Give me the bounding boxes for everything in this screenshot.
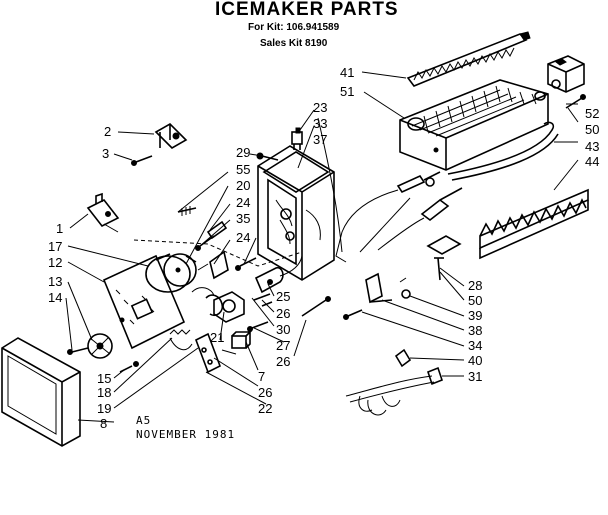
page-title: ICEMAKER PARTS	[215, 0, 399, 20]
part-shaft-30	[253, 293, 273, 307]
callout-26a: 26	[276, 306, 290, 321]
part-bracket-38	[365, 272, 393, 304]
callout-50a: 50	[585, 122, 599, 137]
callout-44: 44	[585, 154, 599, 169]
part-screw-34	[343, 309, 363, 320]
callout-38: 38	[468, 323, 482, 338]
callout-30: 30	[276, 322, 290, 337]
callout-33: 33	[313, 116, 327, 131]
part-front-cover	[1, 337, 81, 447]
part-lever-35	[197, 250, 229, 280]
callout-34: 34	[468, 338, 482, 353]
callout-1: 1	[56, 221, 63, 236]
part-screw-14	[67, 347, 89, 355]
part-screw-27	[247, 321, 269, 332]
callout-7: 7	[258, 369, 265, 384]
callout-50b: 50	[468, 293, 482, 308]
callout-55: 55	[236, 162, 250, 177]
callout-40: 40	[468, 353, 482, 368]
callout-52: 52	[585, 106, 599, 121]
callout-labels: 2 3 1 17 12 13 14 15 18 19 8 29 55 20 24…	[48, 65, 599, 431]
callout-51: 51	[340, 84, 354, 99]
part-switch-clip	[154, 123, 188, 149]
callout-18: 18	[97, 385, 111, 400]
callout-27: 27	[276, 338, 290, 353]
part-cam-gear	[87, 333, 113, 359]
part-wiring-harness	[345, 366, 443, 416]
callout-39: 39	[468, 308, 482, 323]
part-wire-nut-40	[394, 348, 412, 368]
diagram-date: NOVEMBER 1981	[136, 428, 235, 441]
part-mold-heater	[447, 121, 559, 181]
callout-35: 35	[236, 211, 250, 226]
diagram-code: A5	[136, 414, 151, 427]
callout-17: 17	[48, 239, 62, 254]
callout-43: 43	[585, 139, 599, 154]
callout-23: 23	[313, 100, 327, 115]
callout-14: 14	[48, 290, 62, 305]
callout-20: 20	[236, 178, 250, 193]
part-screw-50-top	[565, 94, 586, 109]
callout-24a: 24	[236, 195, 250, 210]
callout-24b: 24	[236, 230, 250, 245]
callout-29: 29	[236, 145, 250, 160]
part-icemaker-mold	[399, 79, 549, 171]
part-bracket-22	[194, 332, 237, 374]
callout-25: 25	[276, 289, 290, 304]
callout-28: 28	[468, 278, 482, 293]
part-rake-drive-block	[547, 55, 585, 93]
part-timing-motor	[145, 253, 197, 293]
part-screw-26	[301, 296, 331, 317]
part-mounting-plate	[102, 254, 186, 350]
part-thermostat	[377, 187, 463, 251]
part-switch-23	[291, 127, 303, 150]
part-switch-21	[191, 287, 224, 317]
part-bracket-28	[426, 235, 462, 281]
callout-21: 21	[210, 330, 224, 345]
callout-31: 31	[468, 369, 482, 384]
part-screw-55	[177, 206, 197, 216]
callout-41: 41	[340, 65, 354, 80]
part-spring-18	[169, 329, 193, 351]
callout-26c: 26	[258, 385, 272, 400]
callout-12: 12	[48, 255, 62, 270]
part-fill-cup-probe	[335, 171, 441, 263]
leader-lines	[65, 71, 579, 423]
callout-3: 3	[102, 146, 109, 161]
part-nut-39	[399, 277, 411, 299]
part-screw-24b	[235, 257, 257, 271]
part-screw-3	[131, 155, 153, 166]
sales-kit-number: Sales Kit 8190	[260, 38, 328, 49]
callout-8: 8	[100, 416, 107, 431]
part-cam-25	[254, 255, 303, 294]
part-screw-29	[256, 152, 279, 161]
callout-2: 2	[104, 124, 111, 139]
callout-37: 37	[313, 132, 327, 147]
part-housing-33	[257, 145, 335, 281]
callout-19: 19	[97, 401, 111, 416]
assembly-dashed-line	[133, 239, 303, 267]
callout-22: 22	[258, 401, 272, 416]
callout-15: 15	[97, 371, 111, 386]
callout-26b: 26	[276, 354, 290, 369]
part-shutoff-bracket	[86, 192, 120, 233]
callout-13: 13	[48, 274, 62, 289]
part-contact-20	[206, 220, 228, 240]
kit-number: For Kit: 106.941589	[248, 22, 340, 33]
part-ejector-rake	[406, 31, 531, 87]
part-stripper	[479, 188, 589, 260]
part-drive-gear	[213, 291, 245, 323]
